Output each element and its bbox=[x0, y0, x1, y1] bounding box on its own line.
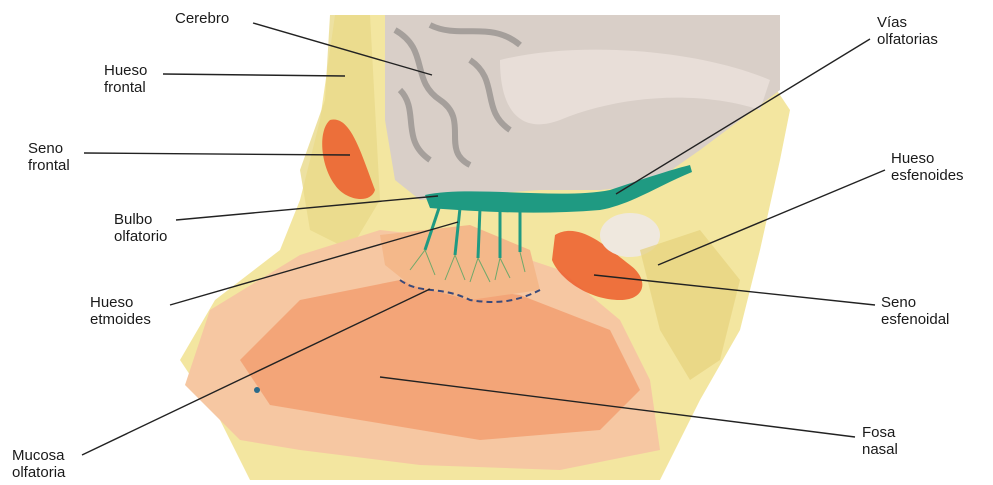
label-seno-frontal: Seno frontal bbox=[28, 140, 70, 174]
label-hueso-esfenoides: Hueso esfenoides bbox=[891, 150, 964, 184]
label-hueso-etmoides: Hueso etmoides bbox=[90, 294, 151, 328]
nostril-mark bbox=[254, 387, 260, 393]
label-seno-esfenoidal: Seno esfenoidal bbox=[881, 294, 949, 328]
leader-hueso-frontal bbox=[163, 74, 345, 76]
label-vias-olfatorias: Vías olfatorias bbox=[877, 14, 938, 48]
label-bulbo-olfatorio: Bulbo olfatorio bbox=[114, 211, 167, 245]
label-fosa-nasal: Fosa nasal bbox=[862, 424, 898, 458]
label-mucosa-olfatoria: Mucosa olfatoria bbox=[12, 447, 65, 481]
label-hueso-frontal: Hueso frontal bbox=[104, 62, 147, 96]
label-cerebro: Cerebro bbox=[175, 10, 229, 27]
